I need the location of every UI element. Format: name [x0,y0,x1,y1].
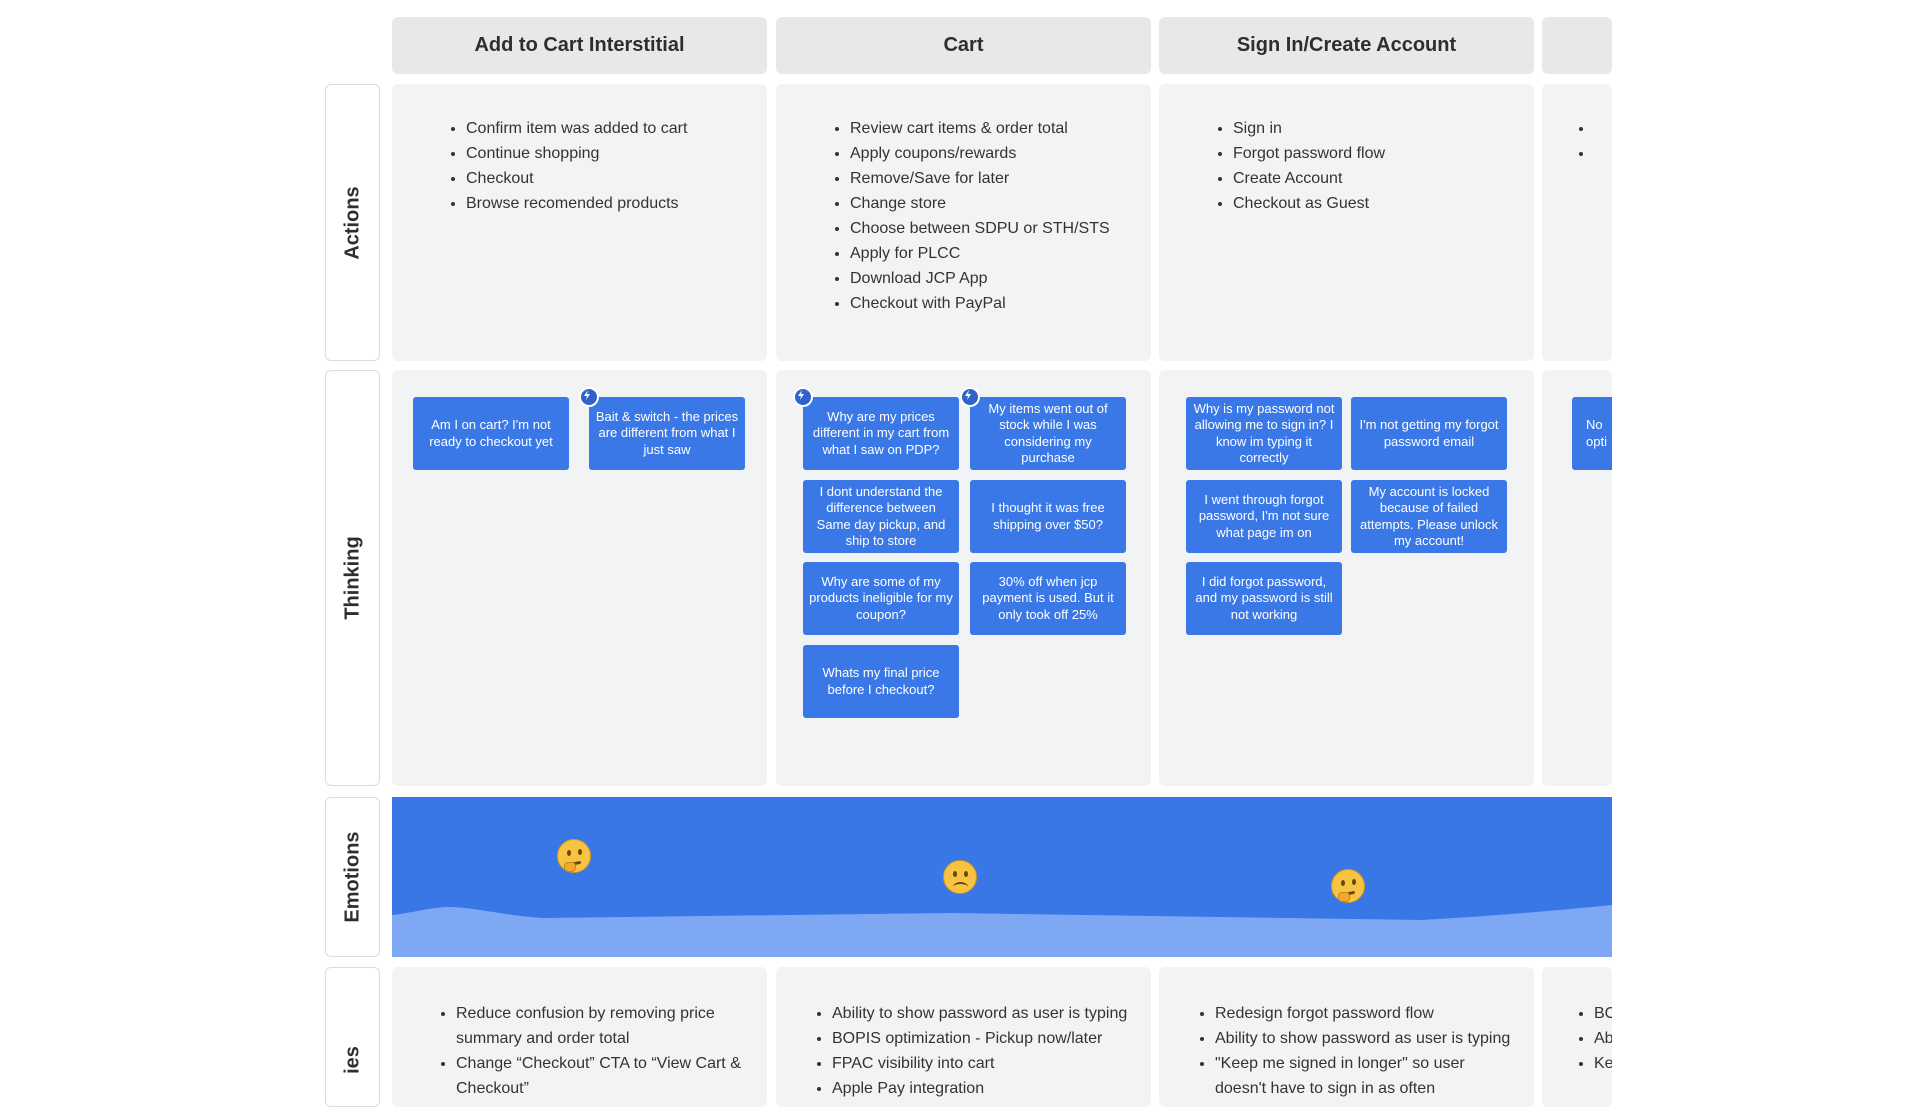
list-item: Apply for PLCC [850,241,1151,266]
sticky-note: I'm not getting my forgot password email [1351,397,1507,470]
list-item: Ke [1594,1051,1612,1076]
column-header-sign-in: Sign In/Create Account [1159,17,1534,74]
row-label-emotions: Emotions [325,797,380,957]
opportunities-cell-add-to-cart: Reduce confusion by removing price summa… [392,967,767,1107]
opportunities-list: Reduce confusion by removing price summa… [430,1001,747,1101]
actions-list: Sign in Forgot password flow Create Acco… [1207,116,1534,216]
row-label-opportunities: ies [325,967,380,1107]
list-item: Checkout [466,166,767,191]
sticky-note: Bait & switch - the prices are different… [589,397,745,470]
sticky-note: I dont understand the difference between… [803,480,959,553]
opportunities-list: BO Ab Ke [1568,1001,1612,1076]
list-item: Choose between SDPU or STH/STS [850,216,1151,241]
list-item: Checkout with PayPal [850,291,1151,316]
sticky-note: Why are some of my products ineligible f… [803,562,959,635]
list-item: BOPIS optimization - Pickup now/later [832,1026,1151,1051]
opportunities-cell-cart: Ability to show password as user is typi… [776,967,1151,1107]
list-item: Ability to show password as user is typi… [1215,1026,1514,1051]
list-item [1594,141,1612,166]
column-header-label: Sign In/Create Account [1236,34,1457,56]
opportunities-cell-sign-in: Redesign forgot password flow Ability to… [1159,967,1534,1107]
sticky-note: No opti [1572,397,1612,470]
list-item: Remove/Save for later [850,166,1151,191]
row-label-text: Thinking [341,536,363,620]
list-item: Forgot password flow [1233,141,1534,166]
list-item: BO [1594,1001,1612,1026]
sticky-note: Why are my prices different in my cart f… [803,397,959,470]
list-item: Download JCP App [850,266,1151,291]
row-label-text: ies [341,1046,363,1074]
list-item: Create Account [1233,166,1534,191]
list-item: Browse recomended products [466,191,767,216]
list-item: Redesign forgot password flow [1215,1001,1514,1026]
column-header-partial [1542,17,1612,74]
sticky-note: Why is my password not allowing me to si… [1186,397,1342,470]
list-item: Sign in [1233,116,1534,141]
emotion-wave [392,905,1612,957]
row-label-text: Emotions [341,831,363,923]
list-item: Ab [1594,1026,1612,1051]
sticky-note: Am I on cart? I'm not ready to checkout … [413,397,569,470]
actions-cell-partial [1542,84,1612,361]
row-label-thinking: Thinking [325,370,380,786]
actions-list: Confirm item was added to cart Continue … [440,116,767,216]
list-item: FPAC visibility into cart [832,1051,1151,1076]
row-label-actions: Actions [325,84,380,361]
sticky-note: 30% off when jcp payment is used. But it… [970,562,1126,635]
sticky-note: I went through forgot password, I'm not … [1186,480,1342,553]
list-item: Confirm item was added to cart [466,116,767,141]
lightning-bolt-icon [793,387,813,407]
column-header-add-to-cart: Add to Cart Interstitial [392,17,767,74]
list-item: "Keep me signed in longer" so user doesn… [1215,1051,1514,1101]
sticky-note: I did forgot password, and my password i… [1186,562,1342,635]
journey-map-board: Add to Cart Interstitial Cart Sign In/Cr… [0,0,1920,1080]
list-item: Apply coupons/rewards [850,141,1151,166]
list-item: Checkout as Guest [1233,191,1534,216]
actions-cell-add-to-cart: Confirm item was added to cart Continue … [392,84,767,361]
thinking-face-icon [1331,869,1365,903]
lightning-bolt-icon [579,387,599,407]
lightning-bolt-icon [960,387,980,407]
actions-cell-sign-in: Sign in Forgot password flow Create Acco… [1159,84,1534,361]
list-item: Change “Checkout” CTA to “View Cart & Ch… [456,1051,747,1101]
list-item: Review cart items & order total [850,116,1151,141]
column-header-cart: Cart [776,17,1151,74]
sticky-note: I thought it was free shipping over $50? [970,480,1126,553]
sticky-note: My account is locked because of failed a… [1351,480,1507,553]
thinking-cell-sign-in: Why is my password not allowing me to si… [1159,370,1534,786]
actions-list [1568,116,1612,166]
column-header-label: Add to Cart Interstitial [474,34,685,56]
list-item: Ability to show password as user is typi… [832,1001,1151,1026]
row-label-text: Actions [341,185,363,260]
list-item: Reduce confusion by removing price summa… [456,1001,747,1051]
actions-list: Review cart items & order total Apply co… [824,116,1151,316]
column-header-label: Cart [943,34,984,56]
list-item: Continue shopping [466,141,767,166]
opportunities-cell-partial: BO Ab Ke [1542,967,1612,1107]
opportunities-list: Ability to show password as user is typi… [806,1001,1151,1101]
thinking-cell-cart: Why are my prices different in my cart f… [776,370,1151,786]
thinking-face-icon [557,839,591,873]
list-item [1594,116,1612,141]
emotion-band [392,797,1612,957]
thinking-cell-add-to-cart: Am I on cart? I'm not ready to checkout … [392,370,767,786]
sticky-note: Whats my final price before I checkout? [803,645,959,718]
slightly-frowning-face-icon [943,860,977,894]
list-item: Change store [850,191,1151,216]
opportunities-list: Redesign forgot password flow Ability to… [1189,1001,1514,1101]
actions-cell-cart: Review cart items & order total Apply co… [776,84,1151,361]
thinking-cell-partial: No opti [1542,370,1612,786]
sticky-note: My items went out of stock while I was c… [970,397,1126,470]
